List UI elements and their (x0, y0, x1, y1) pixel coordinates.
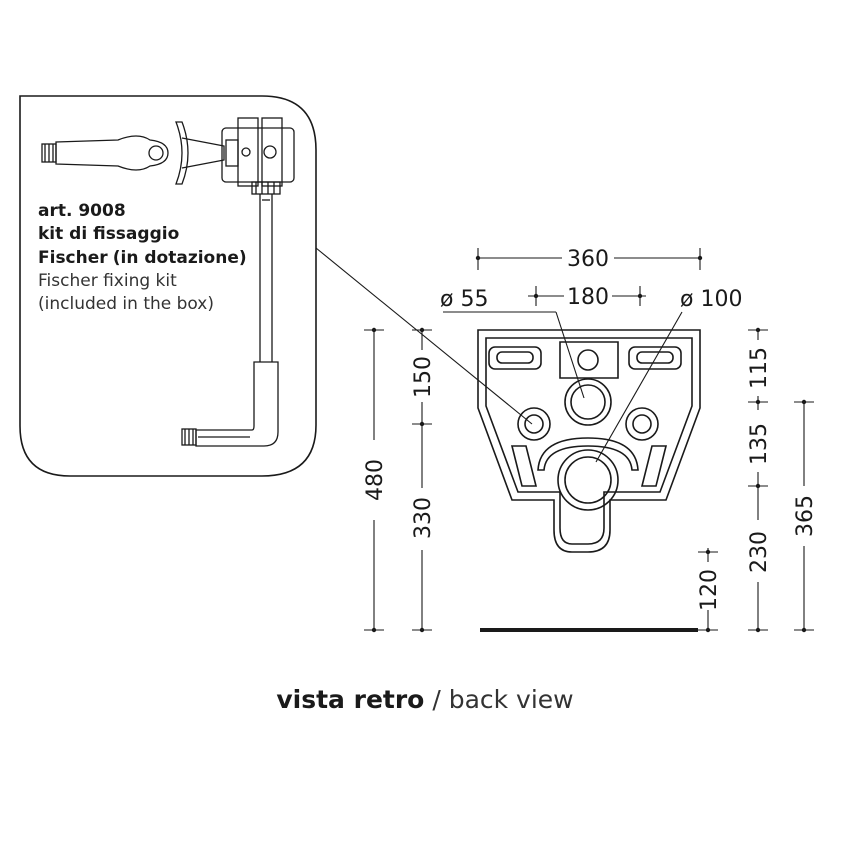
dim-150-330: 150 330 (411, 327, 436, 633)
leader-lines (315, 247, 683, 463)
view-caption: vista retro / back view (0, 685, 850, 714)
kit-description: art. 9008 kit di fissaggio Fischer (in d… (38, 200, 278, 316)
toilet-back-view (477, 329, 701, 553)
kit-callout-frame (19, 95, 317, 477)
dim-480: 480 (363, 327, 388, 633)
dim-180-label: 180 (567, 285, 609, 310)
kit-article: art. 9008 (38, 201, 126, 221)
dim-150-label: 150 (411, 356, 436, 398)
caption-separator: / (432, 685, 441, 714)
dim-330-label: 330 (411, 497, 436, 539)
dia-55-label: ø 55 (440, 287, 488, 312)
dim-115-135-230: 115 135 230 (747, 327, 772, 633)
dim-360: 360 (475, 247, 703, 272)
kit-name-brand: Fischer (38, 248, 108, 268)
dim-120: 120 (697, 548, 722, 633)
dim-115-label: 115 (747, 347, 772, 389)
dia-100-label: ø 100 (680, 287, 742, 312)
caption-it: vista retro (276, 685, 425, 714)
kit-name-en-line1: Fischer fixing kit (38, 271, 177, 291)
dim-230-label: 230 (747, 531, 772, 573)
dim-135-label: 135 (747, 423, 772, 465)
dim-365-label: 365 (793, 495, 818, 537)
fischer-kit-illustration (41, 117, 295, 447)
dim-365: 365 (793, 399, 818, 633)
dim-480-label: 480 (363, 459, 388, 501)
kit-name-included-it: (in dotazione) (112, 248, 247, 268)
dim-180: 180 (528, 285, 646, 310)
kit-name-en-line2: (included in the box) (38, 294, 214, 314)
kit-name-it-line2: Fischer (in dotazione) (38, 246, 278, 270)
dim-120-label: 120 (697, 569, 722, 611)
dim-360-label: 360 (567, 247, 609, 272)
kit-name-it-line1: kit di fissaggio (38, 224, 180, 244)
caption-en: back view (448, 685, 574, 714)
